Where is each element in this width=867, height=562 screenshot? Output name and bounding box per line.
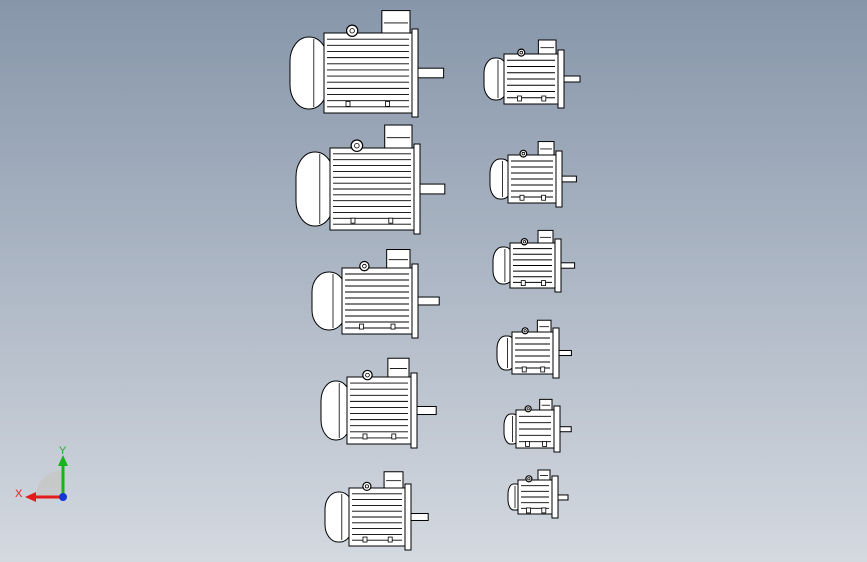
motor-8[interactable] <box>492 229 576 293</box>
triad-x-arrow <box>25 492 36 502</box>
motor-2[interactable] <box>295 124 446 235</box>
motor-1[interactable] <box>289 10 445 118</box>
motor-6[interactable] <box>483 39 581 109</box>
motor-7[interactable] <box>489 141 577 208</box>
orientation-triad[interactable]: Y X <box>15 445 68 502</box>
motor-4[interactable] <box>320 357 437 449</box>
triad-y-arrow <box>58 455 68 466</box>
motor-10[interactable] <box>503 398 572 453</box>
motor-assembly[interactable] <box>289 10 581 551</box>
triad-z-axis <box>59 493 67 501</box>
motor-11[interactable] <box>507 469 569 519</box>
motor-5[interactable] <box>324 471 429 551</box>
motor-9[interactable] <box>496 319 572 379</box>
triad-y-label: Y <box>59 445 67 457</box>
motor-3[interactable] <box>311 249 440 339</box>
triad-x-label: X <box>15 488 23 500</box>
triad-plane <box>36 470 63 497</box>
